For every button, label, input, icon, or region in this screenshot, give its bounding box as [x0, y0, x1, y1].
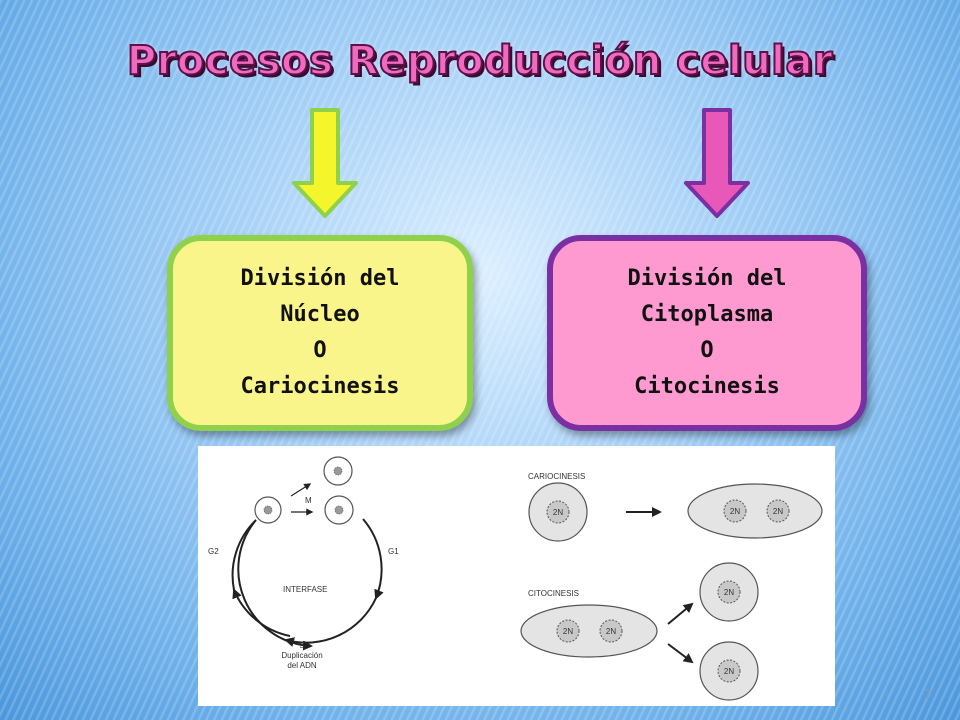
box-line: Núcleo: [280, 302, 360, 327]
cariocinesis-result-cell: [687, 483, 823, 539]
slide-title: Procesos Reproducción celular: [126, 37, 834, 85]
cycle-arc-bottom: [234, 594, 290, 637]
division-nucleo-box: División del Núcleo O Cariocinesis: [167, 235, 473, 431]
cariocinesis-result-label-1: 2N: [730, 507, 740, 516]
citocinesis-daughter-top-label: 2N: [724, 588, 734, 597]
box-line: Citocinesis: [634, 374, 780, 399]
m-arrow-up: [290, 483, 312, 497]
cycle-arc-lower-left: [232, 588, 291, 637]
cariocinesis-nucleus: [546, 500, 570, 524]
citocinesis-nucleus-2: [599, 619, 623, 643]
page-number: 7: [924, 686, 932, 702]
g2-label: G2: [208, 547, 219, 556]
citocinesis-arrow-down: [667, 643, 694, 664]
box-line: Citoplasma: [640, 302, 774, 327]
citocinesis-nucleus-label-2: 2N: [606, 627, 616, 636]
g1-label: G1: [388, 547, 399, 556]
citocinesis-nucleus-label-1: 2N: [563, 627, 573, 636]
cell-division-diagram: M G2 G1 INTERFASE S Duplicación del ADN …: [198, 446, 835, 706]
cariocinesis-diagram: CARIOCINESIS 2N 2N 2N: [528, 472, 823, 542]
cariocinesis-result-nucleus-2: [766, 499, 790, 523]
daughter-nucleus-top: [333, 466, 343, 476]
cycle-arc-upper-left: [231, 519, 257, 591]
box-line: División del: [240, 266, 400, 291]
citocinesis-nucleus-1: [556, 619, 580, 643]
citocinesis-daughter-bottom-label: 2N: [724, 667, 734, 676]
down-arrow-icon-right: [684, 108, 750, 218]
cycle-arc-right: [362, 518, 384, 600]
s-desc-line1: Duplicación: [281, 651, 322, 660]
citocinesis-label: CITOCINESIS: [528, 589, 579, 598]
citocinesis-arrow-up: [667, 602, 694, 625]
interfase-label: INTERFASE: [283, 585, 327, 594]
box-line: División del: [627, 266, 787, 291]
cariocinesis-nucleus-label: 2N: [553, 508, 563, 517]
daughter-nucleus-bottom: [334, 505, 344, 515]
cariocinesis-result-label-2: 2N: [773, 507, 783, 516]
s-label: S: [299, 641, 304, 650]
box-line: Cariocinesis: [240, 374, 400, 399]
citocinesis-cell: [520, 604, 658, 658]
s-desc-line2: del ADN: [287, 661, 317, 670]
mother-nucleus: [263, 505, 273, 515]
cariocinesis-result-nucleus-1: [723, 499, 747, 523]
cycle-arc-left: [237, 519, 313, 651]
m-label: M: [305, 496, 312, 505]
box-line: O: [313, 338, 327, 363]
division-citoplasma-box: División del Citoplasma O Citocinesis: [547, 235, 867, 431]
citocinesis-daughter-top-nucleus: [717, 580, 741, 604]
cell-cycle: M G2 G1 INTERFASE S Duplicación del ADN: [208, 456, 399, 670]
down-arrow-icon-left: [292, 108, 358, 218]
box-line: O: [700, 338, 714, 363]
cycle-arc-lower-right: [284, 597, 377, 647]
cariocinesis-label: CARIOCINESIS: [528, 472, 585, 481]
citocinesis-diagram: CITOCINESIS 2N 2N 2N 2N: [520, 562, 759, 701]
citocinesis-daughter-bottom-nucleus: [717, 659, 741, 683]
